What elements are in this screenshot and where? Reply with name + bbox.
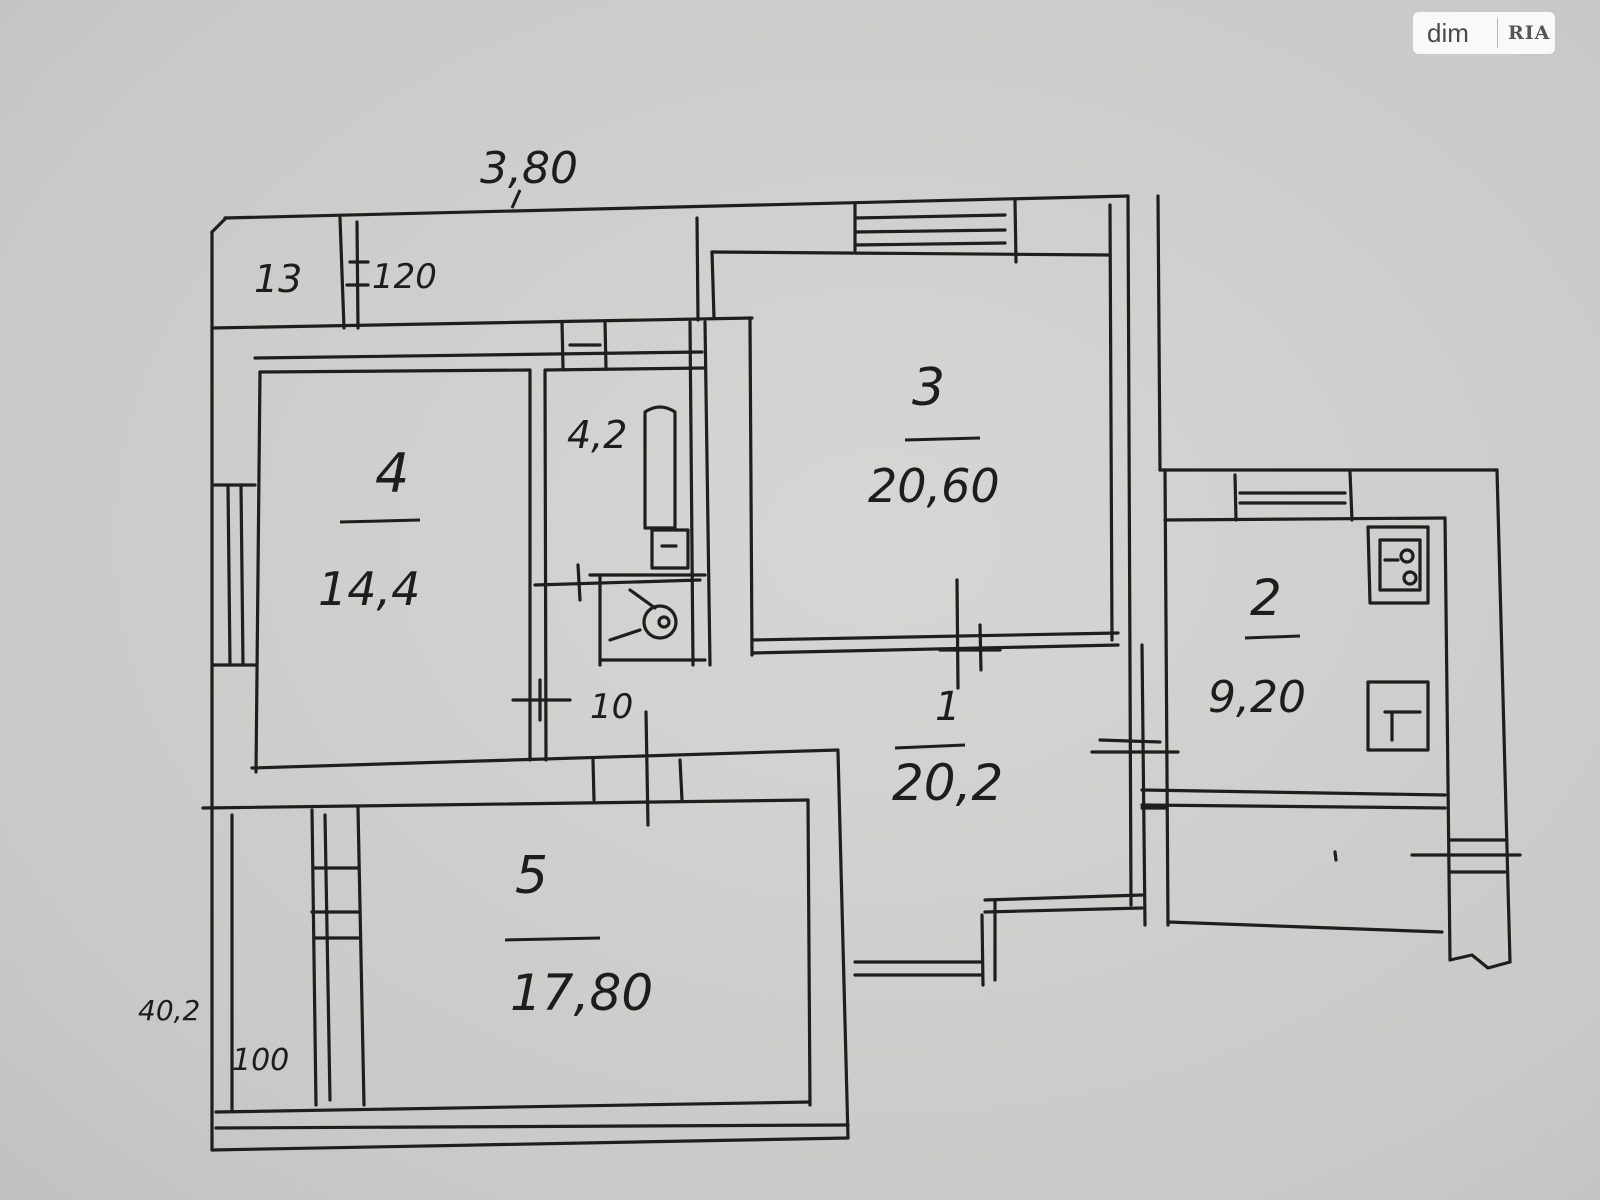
storage-strip [210, 216, 754, 330]
dim-ria-watermark: dim RIA [1413, 12, 1555, 54]
label-room-1-area: 20,2 [892, 754, 1003, 812]
outer-walls [210, 194, 1512, 1152]
hall-walls [853, 893, 1144, 987]
label-room-100: 100 [232, 1043, 289, 1078]
room-2-walls [1090, 468, 1522, 927]
label-room-120: 120 [372, 257, 437, 297]
room-5-fraction-bar [504, 936, 601, 942]
room-3-walls [695, 203, 1120, 690]
label-room-3-area: 20,60 [868, 459, 1000, 513]
label-dimension-left: 40,2 [138, 994, 200, 1027]
room-4-walls [250, 320, 840, 774]
room-1-fraction-bar [894, 743, 966, 750]
label-room-4-area: 14,4 [318, 562, 420, 616]
watermark-divider [1497, 18, 1498, 48]
room-2-fraction-bar [1244, 634, 1301, 640]
room-4-window [211, 483, 257, 667]
room-4-fraction-bar [339, 518, 421, 524]
room-5-window [310, 808, 362, 1107]
dimension-tick-top [510, 189, 522, 209]
label-room-42: 4,2 [567, 413, 627, 457]
room-5-walls [201, 750, 850, 1140]
label-room-10: 10 [590, 687, 633, 727]
plan-labels: 3,80 13 120 4 14,4 4,2 3 20,60 10 1 20,2… [138, 143, 1306, 1078]
watermark-ria-text: RIA [1508, 22, 1551, 44]
label-room-1: 1 [935, 684, 960, 730]
kitchen-appliances [1366, 525, 1430, 752]
label-room-5-area: 17,80 [510, 964, 653, 1022]
passage-marks [511, 678, 684, 827]
label-room-4: 4 [375, 442, 409, 505]
watermark-dim-text: dim [1427, 17, 1469, 48]
room-3-fraction-bar [904, 436, 981, 442]
label-room-3: 3 [912, 358, 945, 418]
label-room-2: 2 [1250, 569, 1282, 627]
label-room-13: 13 [254, 257, 302, 301]
label-dimension-top: 3,80 [480, 143, 578, 194]
label-room-2-area: 9,20 [1208, 672, 1306, 723]
bathroom [533, 320, 712, 667]
label-room-5: 5 [515, 846, 548, 906]
top-window [853, 198, 1018, 264]
